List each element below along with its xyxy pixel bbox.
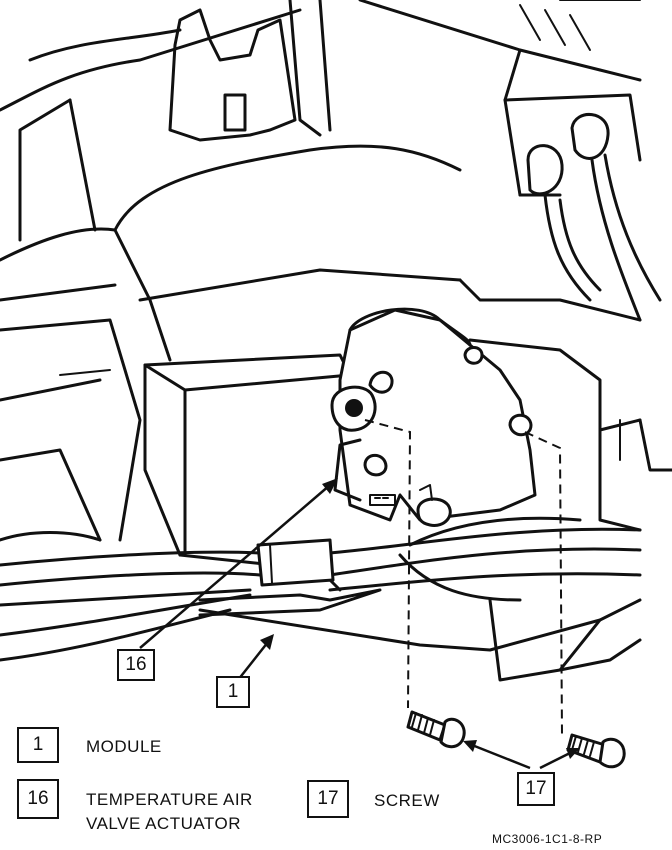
legend-label-actuator-line2: VALVE ACTUATOR (86, 814, 242, 833)
screw-left (406, 710, 466, 749)
legend-label-screw: SCREW (374, 791, 440, 810)
callout-16: 16 (117, 649, 155, 681)
legend-number-actuator: 16 (17, 779, 59, 819)
legend-number-module: 1 (17, 727, 59, 763)
legend-label-actuator-line1: TEMPERATURE AIR (86, 790, 253, 809)
callout-1: 1 (216, 676, 250, 708)
top-bracket (168, 0, 642, 197)
dash-panel-outline (0, 8, 462, 542)
legend-number-screw: 17 (307, 780, 349, 818)
screw-alignment-lines (364, 419, 563, 736)
legend-label-module: MODULE (86, 737, 162, 756)
temperature-air-valve-actuator (330, 307, 537, 527)
callout-17: 17 (517, 772, 555, 806)
module-housing (143, 278, 672, 682)
figure-code: MC3006-1C1-8-RP (492, 832, 603, 846)
screw-right (566, 733, 626, 769)
vacuum-hoses (526, 112, 662, 322)
leader-lines (139, 478, 580, 770)
wiring-harness (0, 516, 642, 662)
